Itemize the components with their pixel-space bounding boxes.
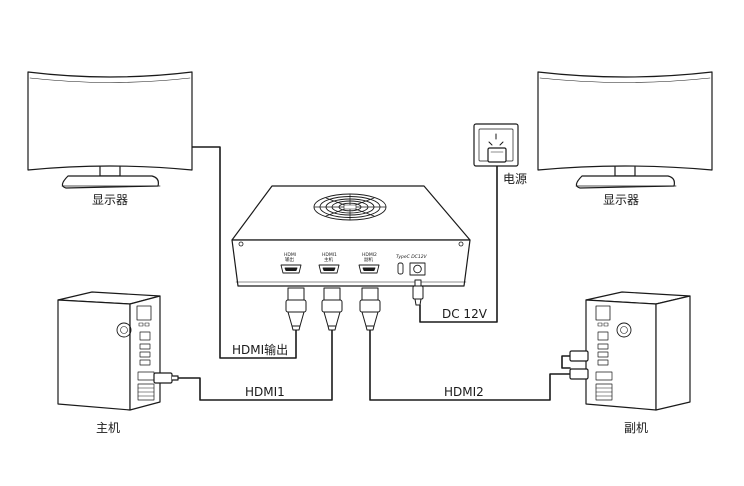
hdmi-plugs bbox=[285, 279, 424, 331]
cable-right-monitor bbox=[561, 355, 571, 369]
label-dc-12v: DC 12V bbox=[442, 307, 487, 321]
cable-hdmi-output bbox=[189, 146, 297, 359]
cable-hdmi1 bbox=[177, 329, 333, 401]
port-label-hdmi-out-top: HDMI bbox=[284, 253, 297, 258]
power-outlet bbox=[473, 123, 519, 167]
host-sub-hdmi-plug-1 bbox=[569, 350, 589, 362]
cables bbox=[177, 146, 571, 401]
host-main bbox=[57, 291, 179, 411]
port-label-hdmi2-top: HDMI2 bbox=[362, 253, 377, 258]
monitor-right bbox=[537, 71, 713, 189]
dc-plug bbox=[412, 279, 424, 306]
label-monitor-right: 显示器 bbox=[603, 193, 640, 207]
label-host-main: 主机 bbox=[96, 421, 121, 435]
device-fan-grille bbox=[313, 193, 387, 221]
port-typec bbox=[397, 262, 404, 275]
label-host-sub: 副机 bbox=[624, 421, 649, 435]
host-sub bbox=[569, 291, 691, 411]
hdmi-plug-output bbox=[285, 287, 307, 331]
hdmi-plug-hdmi1 bbox=[321, 287, 343, 331]
monitor-right-neck bbox=[614, 166, 636, 177]
host-sub-hdmi-plug-2 bbox=[569, 368, 589, 380]
port-label-hdmi2-bottom: 副机 bbox=[364, 258, 373, 263]
device-ports bbox=[280, 262, 426, 276]
port-label-hdmi1-bottom: 主机 bbox=[324, 258, 333, 263]
monitor-left-neck bbox=[99, 166, 121, 177]
host-main-hdmi-plug bbox=[153, 372, 173, 384]
port-label-typec-dc12v: TypeC DC12V bbox=[396, 255, 427, 260]
label-hdmi1: HDMI1 bbox=[245, 385, 285, 399]
label-hdmi2: HDMI2 bbox=[444, 385, 484, 399]
kvm-device bbox=[231, 185, 471, 287]
monitor-left bbox=[27, 71, 193, 189]
monitor-left-screen bbox=[27, 71, 193, 171]
port-label-hdmi-out-bottom: 输出 bbox=[285, 258, 294, 263]
label-power: 电源 bbox=[503, 172, 528, 186]
cable-dc-power bbox=[419, 164, 498, 323]
power-plug bbox=[487, 147, 507, 163]
port-dc bbox=[409, 262, 426, 276]
hdmi-plug-hdmi2 bbox=[359, 287, 381, 331]
cable-hdmi2 bbox=[369, 329, 571, 401]
port-label-hdmi1-top: HDMI1 bbox=[322, 253, 337, 258]
label-hdmi-output: HDMI输出 bbox=[232, 343, 289, 357]
label-monitor-left: 显示器 bbox=[92, 193, 129, 207]
monitor-right-screen bbox=[537, 71, 713, 171]
